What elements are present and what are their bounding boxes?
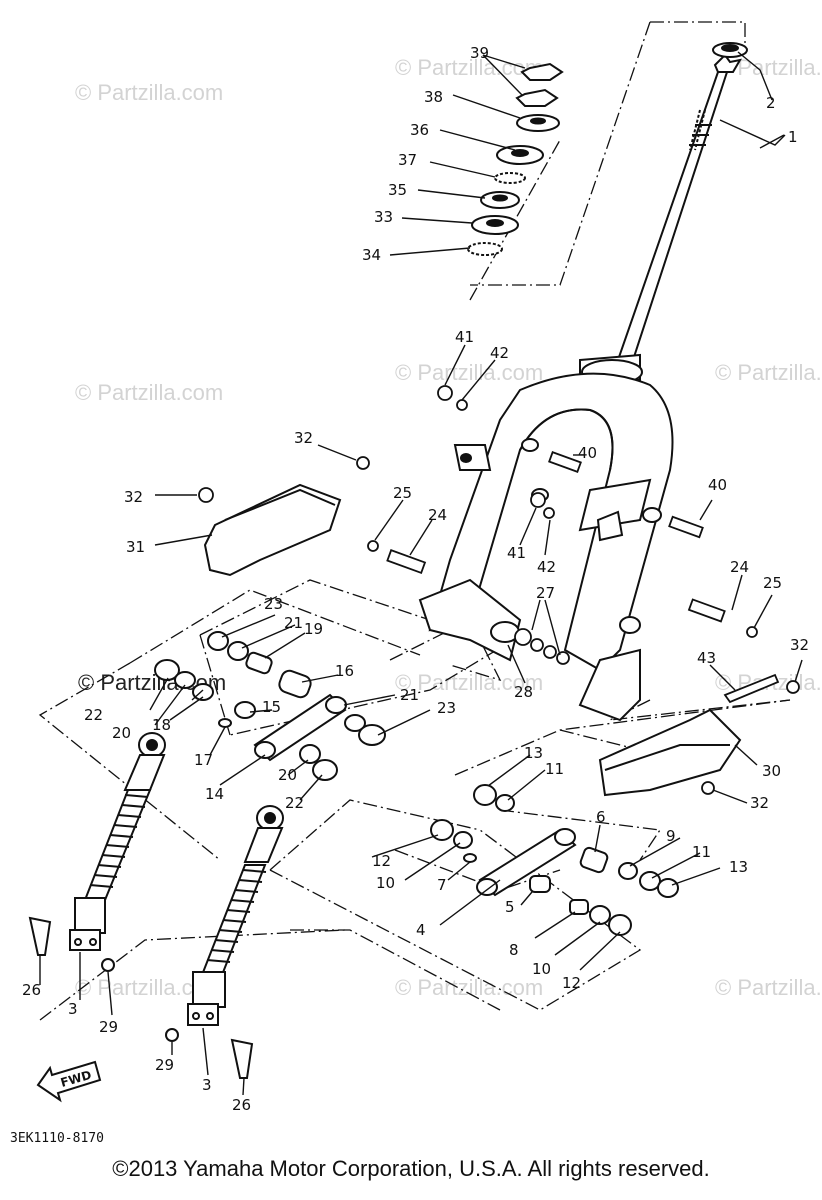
steering-shaft <box>616 42 748 361</box>
part-number-label: 22 <box>285 794 304 812</box>
shock-left <box>28 732 166 972</box>
leader-lines <box>39 51 803 1096</box>
part-number-label: 19 <box>304 620 323 638</box>
part-number-label: 39 <box>470 44 489 62</box>
part-number-label: 41 <box>507 544 526 562</box>
part-number-label: 10 <box>376 874 395 892</box>
part-number-label: 32 <box>124 488 143 506</box>
part-number-label: 17 <box>194 751 213 769</box>
part-number-label: 5 <box>505 898 515 916</box>
arrow-icon <box>36 1060 102 1103</box>
part-number-label: 13 <box>729 858 748 876</box>
part-number-label: 24 <box>730 558 749 576</box>
part-number-label: 33 <box>374 208 393 226</box>
part-number-label: 23 <box>437 699 456 717</box>
part-number-label: 36 <box>410 121 429 139</box>
part-number-label: 14 <box>205 785 224 803</box>
front-linkage <box>154 631 386 781</box>
part-number-label: 38 <box>424 88 443 106</box>
part-number-label: 32 <box>750 794 769 812</box>
part-number-label: 20 <box>112 724 131 742</box>
part-number-label: 26 <box>232 1096 251 1114</box>
part-number-label: 30 <box>762 762 781 780</box>
watermark: © Partzilla.com <box>75 80 223 105</box>
rear-linkage <box>430 784 679 936</box>
part-number-label: 2 <box>766 94 776 112</box>
part-number-label: 22 <box>84 706 103 724</box>
part-number-label: 8 <box>509 941 519 959</box>
part-number-label: 29 <box>155 1056 174 1074</box>
part-number-label: 11 <box>545 760 564 778</box>
fasteners <box>198 385 800 795</box>
part-number-label: 26 <box>22 981 41 999</box>
part-number-label: 20 <box>278 766 297 784</box>
part-number-label: 24 <box>428 506 447 524</box>
main-frame <box>418 353 674 722</box>
part-number-label: 43 <box>697 649 716 667</box>
part-number-label: 3 <box>68 1000 78 1018</box>
part-number-label: 15 <box>262 698 281 716</box>
watermark: © Partzilla.com <box>715 975 822 1000</box>
part-number-label: 37 <box>398 151 417 169</box>
fwd-arrow: FWD <box>36 1060 102 1103</box>
part-number-label: 1 <box>788 128 798 146</box>
part-number-label: 21 <box>284 614 303 632</box>
part-number-labels: 3938363735333421414240403232312524414227… <box>22 44 809 1114</box>
watermark: © Partzilla.com <box>395 975 543 1000</box>
watermarks: © Partzilla.com © Partzilla.com © Partzi… <box>75 55 822 1000</box>
shock-absorbers <box>28 732 284 1079</box>
watermark: © Partzilla.com <box>75 380 223 405</box>
watermark: © Partzilla.com <box>395 55 543 80</box>
part-number-label: 29 <box>99 1018 118 1036</box>
copyright-notice: ©2013 Yamaha Motor Corporation, U.S.A. A… <box>112 1156 710 1181</box>
part-number-label: 41 <box>455 328 474 346</box>
part-number-label: 23 <box>264 595 283 613</box>
part-number-label: 35 <box>388 181 407 199</box>
part-number-label: 3 <box>202 1076 212 1094</box>
part-number-label: 7 <box>437 876 447 894</box>
part-number-label: 9 <box>666 827 676 845</box>
part-number-label: 34 <box>362 246 381 264</box>
part-number-label: 25 <box>393 484 412 502</box>
part-number-label: 12 <box>372 852 391 870</box>
bearing-stack <box>467 62 564 256</box>
part-number-label: 27 <box>536 584 555 602</box>
part-number-label: 32 <box>790 636 809 654</box>
part-number-label: 11 <box>692 843 711 861</box>
part-number-label: 6 <box>596 808 606 826</box>
part-number-label: 32 <box>294 429 313 447</box>
part-number-label: 28 <box>514 683 533 701</box>
step-plates <box>203 483 742 797</box>
part-number-label: 31 <box>126 538 145 556</box>
part-number-label: 10 <box>532 960 551 978</box>
part-number-label: 25 <box>763 574 782 592</box>
watermark: © Partzilla.com <box>715 360 822 385</box>
watermark: © Partzilla.com <box>395 360 543 385</box>
part-number-label: 42 <box>537 558 556 576</box>
part-number-label: 40 <box>708 476 727 494</box>
part-number-label: 13 <box>524 744 543 762</box>
watermark: © Partzilla.com <box>395 670 543 695</box>
part-number-label: 21 <box>400 686 419 704</box>
part-number-label: 16 <box>335 662 354 680</box>
part-number-label: 42 <box>490 344 509 362</box>
part-number-label: 18 <box>152 716 171 734</box>
part-number-label: 4 <box>416 921 426 939</box>
shock-right <box>165 805 284 1079</box>
part-number-label: 12 <box>562 974 581 992</box>
part-number-label: 40 <box>578 444 597 462</box>
diagram-code: 3EK1110-8170 <box>10 1131 104 1146</box>
